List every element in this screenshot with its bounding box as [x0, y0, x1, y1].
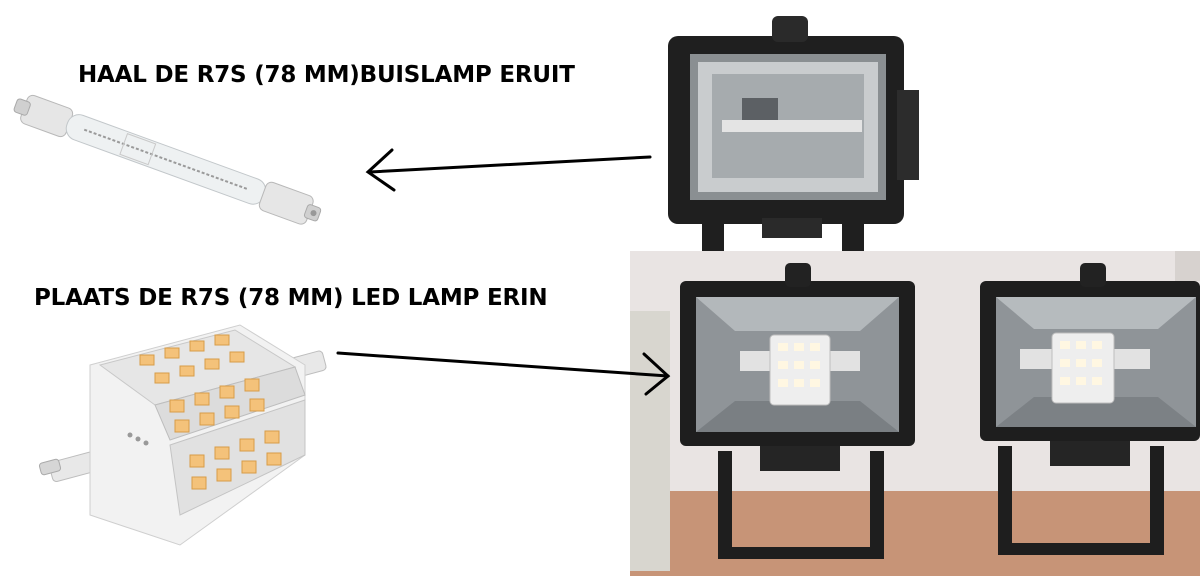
arrow-icon — [336, 351, 671, 396]
halogen-tube-image — [0, 88, 345, 238]
arrow-icon — [365, 148, 652, 192]
place-instruction: PLAATS DE R7S (78 MM) LED LAMP ERIN — [34, 285, 548, 311]
remove-instruction: HAAL DE R7S (78 MM)BUISLAMP ERUIT — [78, 62, 575, 88]
led-floodlights-photo — [630, 251, 1200, 576]
halogen-floodlight-image — [662, 10, 922, 254]
led-lamp-image — [30, 305, 330, 565]
